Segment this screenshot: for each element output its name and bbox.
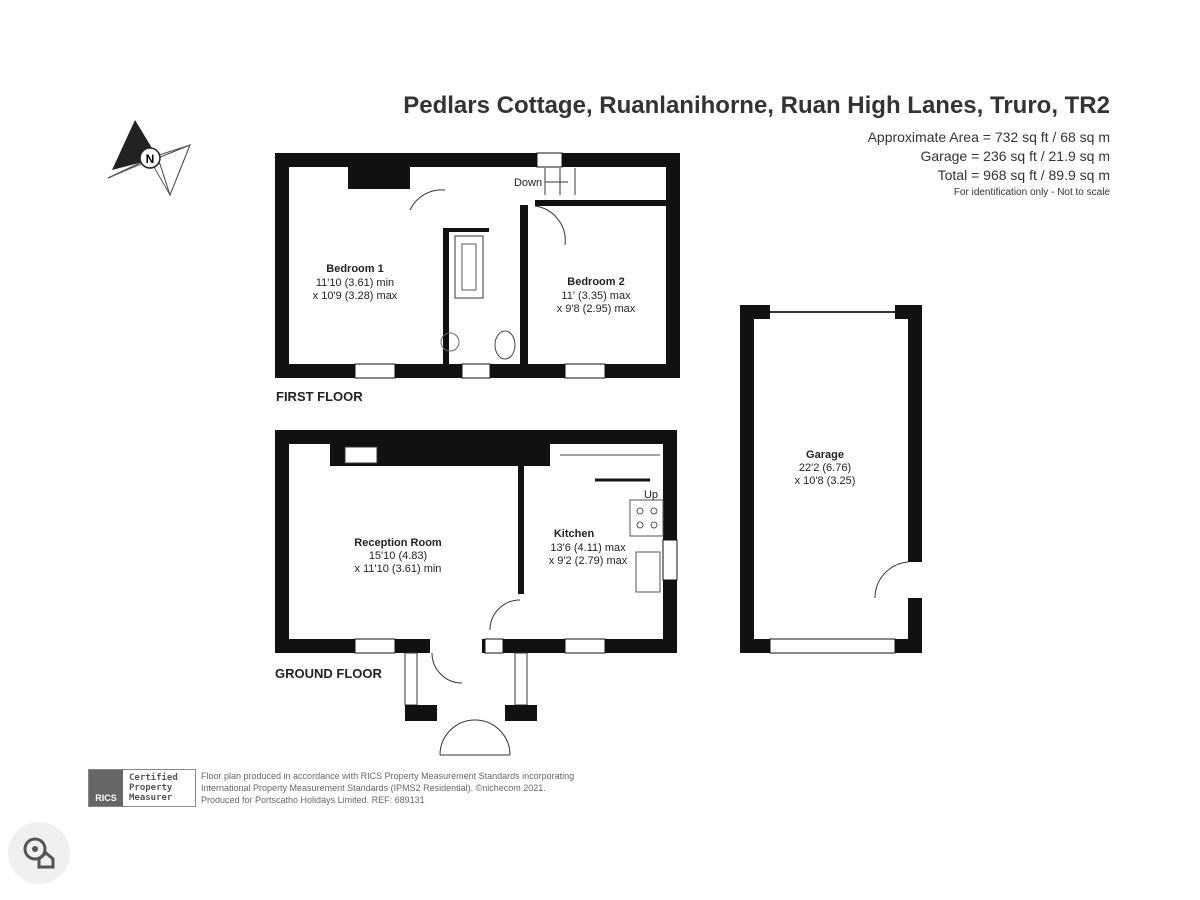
ground-floor-label: GROUND FLOOR bbox=[275, 666, 382, 681]
garage-plan: Garage 22'2 (6.76) x 10'8 (3.25) bbox=[740, 305, 922, 654]
svg-text:11' (3.35) max: 11' (3.35) max bbox=[561, 290, 631, 302]
svg-text:Up: Up bbox=[644, 489, 658, 501]
total-area: Total = 968 sq ft / 89.9 sq m bbox=[937, 167, 1110, 183]
rics-badge: RICS Certified Property Measurer bbox=[88, 769, 196, 807]
property-title: Pedlars Cottage, Ruanlanihorne, Ruan Hig… bbox=[403, 92, 1110, 119]
first-floor-label: FIRST FLOOR bbox=[276, 389, 363, 404]
svg-text:Reception Room: Reception Room bbox=[354, 537, 442, 549]
cert-line: Measurer bbox=[129, 793, 173, 803]
svg-text:N: N bbox=[146, 152, 155, 166]
scale-note: For identification only - Not to scale bbox=[953, 187, 1110, 198]
compass-icon: N bbox=[107, 120, 191, 197]
svg-text:x 9'2 (2.79) max: x 9'2 (2.79) max bbox=[549, 555, 628, 567]
svg-text:Kitchen: Kitchen bbox=[554, 528, 595, 540]
rics-logo: RICS bbox=[89, 770, 123, 806]
home-location-icon[interactable] bbox=[8, 822, 70, 884]
garage-area: Garage = 236 sq ft / 21.9 sq m bbox=[920, 148, 1111, 164]
svg-text:x 9'8 (2.95) max: x 9'8 (2.95) max bbox=[557, 303, 636, 315]
svg-text:15'10 (4.83): 15'10 (4.83) bbox=[369, 550, 427, 562]
svg-text:x 11'10 (3.61) min: x 11'10 (3.61) min bbox=[355, 563, 442, 575]
footer-notes: Floor plan produced in accordance with R… bbox=[201, 770, 574, 806]
area-summary: Approximate Area = 732 sq ft / 68 sq m G… bbox=[868, 128, 1110, 201]
footer-line: Floor plan produced in accordance with R… bbox=[201, 771, 575, 781]
svg-text:Down: Down bbox=[514, 177, 542, 189]
first-floor-plan: Down Bedroom 1 11'10 (3.61) min x 10'9 (… bbox=[275, 152, 680, 379]
svg-text:Garage: Garage bbox=[806, 449, 844, 461]
svg-text:x 10'8 (3.25): x 10'8 (3.25) bbox=[795, 475, 856, 487]
footer-line: Produced for Portscatho Holidays Limited… bbox=[201, 795, 425, 805]
cert-line: Certified bbox=[129, 773, 178, 783]
cert-line: Property bbox=[129, 783, 173, 793]
svg-text:x 10'9 (3.28) max: x 10'9 (3.28) max bbox=[313, 290, 398, 302]
svg-text:22'2 (6.76): 22'2 (6.76) bbox=[799, 462, 851, 474]
approx-area: Approximate Area = 732 sq ft / 68 sq m bbox=[867, 129, 1110, 145]
footer-line: International Property Measurement Stand… bbox=[201, 783, 546, 793]
svg-text:Bedroom 1: Bedroom 1 bbox=[326, 263, 383, 275]
ground-floor-plan: Up Reception Room 15'10 (4.83) x 11'10 (… bbox=[275, 430, 678, 756]
svg-text:13'6 (4.11) max: 13'6 (4.11) max bbox=[550, 542, 626, 554]
svg-text:Bedroom 2: Bedroom 2 bbox=[567, 276, 624, 288]
svg-text:11'10 (3.61) min: 11'10 (3.61) min bbox=[316, 277, 394, 289]
